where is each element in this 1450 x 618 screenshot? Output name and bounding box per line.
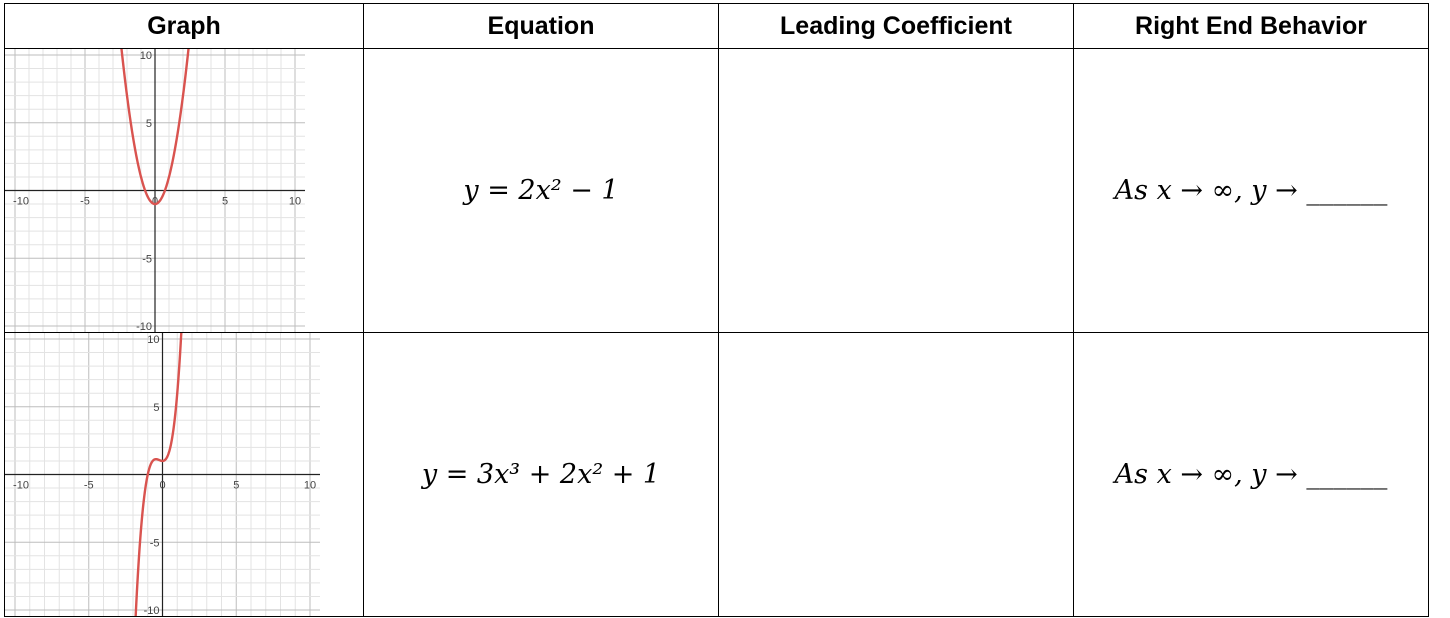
- equation-cell: y = 2x² − 1: [363, 48, 719, 333]
- y-tick-label: 5: [146, 118, 152, 130]
- header-graph: Graph: [4, 3, 364, 49]
- y-tick-label: -10: [144, 605, 160, 616]
- table-row: -10 -5 0 5 10 10 5 -5 -10 y = 2x² − 1 As x → ∞, …: [4, 48, 1429, 333]
- y-tick-label: -5: [150, 537, 160, 549]
- graph-cell: -10 -5 0 5 10 10 5 -5 -10: [4, 48, 364, 333]
- curve-quadratic: [120, 49, 190, 206]
- header-row: Graph Equation Leading Coefficient Right…: [4, 3, 1429, 49]
- graph-plot-quadratic: -10 -5 0 5 10 10 5 -5 -10: [5, 49, 305, 332]
- graph-plot-cubic: -10 -5 0 5 10 10 5 -5 -10: [5, 333, 320, 616]
- x-tick-label: 5: [222, 196, 228, 208]
- y-tick-label: 10: [147, 334, 159, 346]
- x-tick-label: 0: [152, 196, 158, 208]
- equation-cell: y = 3x³ + 2x² + 1: [363, 332, 719, 617]
- header-right-end-behavior: Right End Behavior: [1073, 3, 1429, 49]
- table-row: -10 -5 0 5 10 10 5 -5 -10 y = 3x³ + 2x² + 1 As x…: [4, 332, 1429, 617]
- x-tick-label: -5: [84, 480, 94, 492]
- end-behavior-cell[interactable]: As x → ∞, y → ______: [1073, 332, 1429, 617]
- leading-coefficient-cell[interactable]: [718, 332, 1074, 617]
- x-tick-label: 5: [233, 480, 239, 492]
- end-behavior-cell[interactable]: As x → ∞, y → ______: [1073, 48, 1429, 333]
- header-leading-coefficient: Leading Coefficient: [718, 3, 1074, 49]
- x-tick-label: -5: [80, 196, 90, 208]
- worksheet-table: Graph Equation Leading Coefficient Right…: [4, 3, 1429, 617]
- y-tick-label: 10: [140, 50, 152, 62]
- x-tick-label: 0: [159, 480, 165, 492]
- leading-coefficient-cell[interactable]: [718, 48, 1074, 333]
- x-tick-label: -10: [13, 480, 29, 492]
- x-tick-label: -10: [13, 196, 29, 208]
- x-tick-label: 10: [289, 196, 301, 208]
- y-tick-label: -5: [142, 253, 152, 265]
- graph-cell: -10 -5 0 5 10 10 5 -5 -10: [4, 332, 364, 617]
- header-equation: Equation: [363, 3, 719, 49]
- y-tick-label: -10: [136, 321, 152, 332]
- y-tick-label: 5: [153, 402, 159, 414]
- x-tick-label: 10: [304, 480, 316, 492]
- curve-cubic: [134, 333, 183, 616]
